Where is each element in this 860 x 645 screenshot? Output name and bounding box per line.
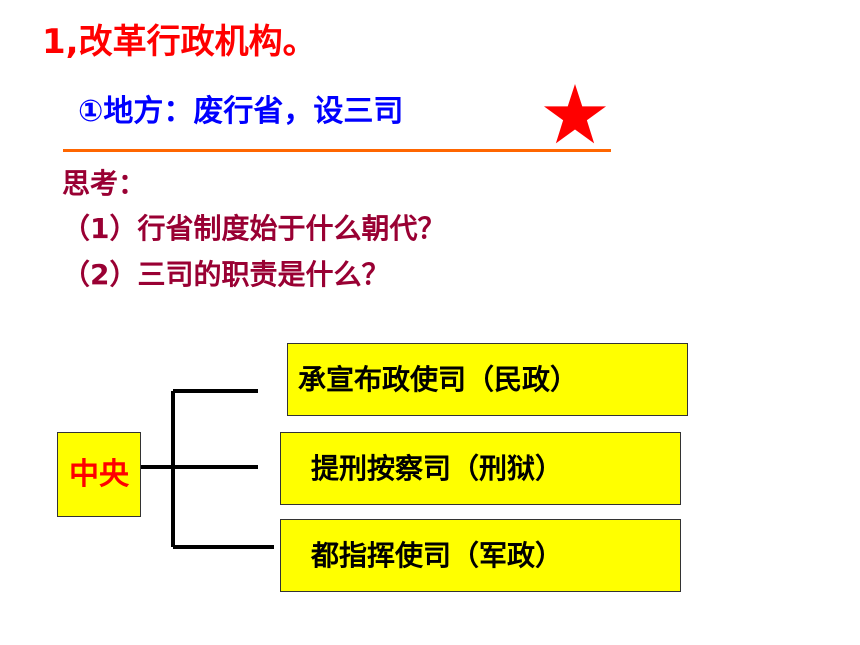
question-2: （2）三司的职责是什么？ [62,258,390,291]
divider-line [63,149,611,152]
star-icon [543,83,607,144]
branch-node-3: 都指挥使司（军政） [280,519,681,592]
root-node: 中央 [57,432,141,517]
question-1: （1）行省制度始于什么朝代？ [62,212,446,245]
think-label: 思考： [62,167,147,200]
slide-subtitle: ①地方：废行省，设三司 [78,94,404,129]
slide-title: 1,改革行政机构。 [42,22,317,62]
branch-node-1: 承宣布政使司（民政） [287,343,688,416]
branch-node-2: 提刑按察司（刑狱） [280,432,681,505]
